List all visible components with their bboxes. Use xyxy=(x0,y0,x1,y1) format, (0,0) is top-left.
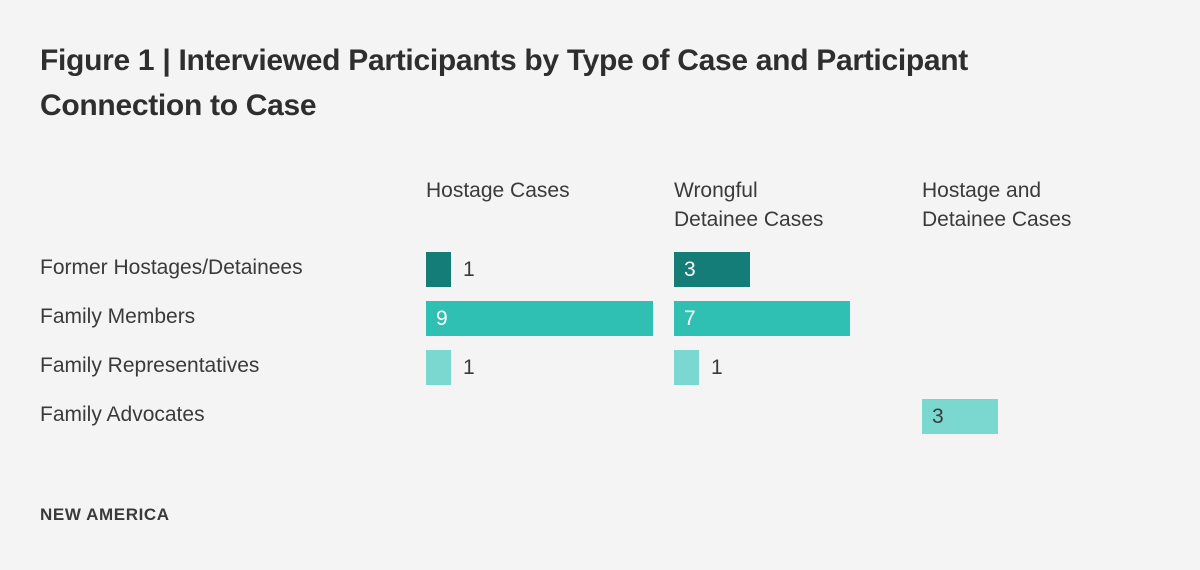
bar[interactable] xyxy=(674,301,850,336)
bar-value-label: 7 xyxy=(684,307,696,330)
bar[interactable] xyxy=(922,399,998,434)
bar-value-label: 3 xyxy=(684,258,696,281)
bar-value-label: 1 xyxy=(463,356,475,379)
row-label: Family Representatives xyxy=(40,354,260,377)
bar[interactable] xyxy=(674,350,699,385)
column-headers: Hostage Cases Wrongful Detainee Cases Ho… xyxy=(0,176,1200,236)
column-header-hostage-cases: Hostage Cases xyxy=(426,179,570,202)
bar-value-label: 1 xyxy=(711,356,723,379)
bar-value-label: 1 xyxy=(463,258,475,281)
bar-value-label: 3 xyxy=(932,405,944,428)
row-label: Former Hostages/Detainees xyxy=(40,256,303,279)
figure-title: Figure 1 | Interviewed Participants by T… xyxy=(40,44,968,122)
brand-footer: NEW AMERICA xyxy=(40,505,170,524)
chart-row: Family Advocates 3 xyxy=(0,397,1200,446)
bar[interactable] xyxy=(426,350,451,385)
column-header-wrongful-detainee-cases: Wrongful Detainee Cases xyxy=(674,179,824,231)
row-label: Family Members xyxy=(40,305,196,328)
bar[interactable] xyxy=(426,252,451,287)
bar[interactable] xyxy=(426,301,653,336)
bar-value-label: 9 xyxy=(436,307,448,330)
row-bars: 3 xyxy=(0,397,1200,446)
row-label: Family Advocates xyxy=(40,403,205,426)
bar[interactable] xyxy=(674,252,750,287)
column-header-hostage-and-detainee-cases: Hostage and Detainee Cases xyxy=(922,179,1072,231)
